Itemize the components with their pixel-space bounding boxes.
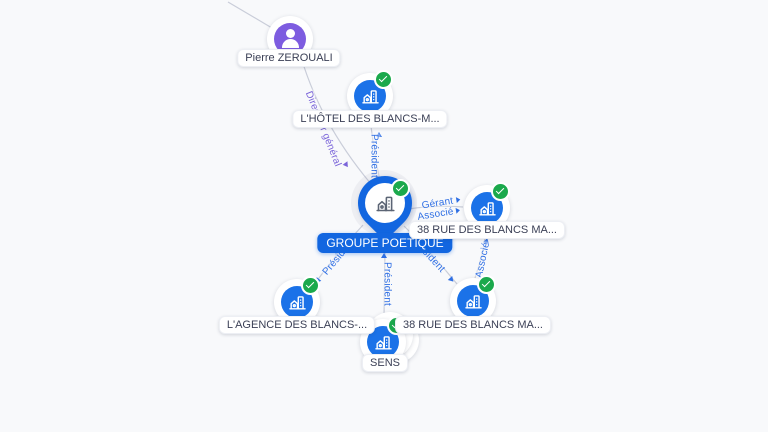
arrow-right-icon — [455, 196, 461, 204]
arrow-right-icon — [456, 207, 461, 215]
edge-label-president-sens: Président — [381, 261, 393, 307]
edge-groupe-agence — [315, 224, 364, 283]
node-label-pierre-zerouali[interactable]: Pierre ZEROUALI — [237, 49, 341, 67]
edge-offscreen-pierre — [227, 1, 273, 29]
edge-groupe-rue38a — [407, 205, 464, 210]
verified-badge-icon — [301, 276, 320, 295]
node-label-38-rue-des-blancs-1[interactable]: 38 RUE DES BLANCS MA... — [409, 221, 565, 239]
verified-badge-icon — [374, 70, 393, 89]
verified-badge-icon — [491, 182, 510, 201]
building-icon — [457, 285, 489, 317]
building-icon — [375, 196, 395, 211]
verified-badge-icon — [477, 275, 496, 294]
node-label-agence-des-blancs[interactable]: L'AGENCE DES BLANCS-... — [218, 316, 376, 334]
node-label-38-rue-des-blancs-2[interactable]: 38 RUE DES BLANCS MA... — [395, 316, 551, 334]
verified-badge-icon — [391, 179, 410, 198]
node-label-groupe-poetique[interactable]: GROUPE POETIQUE — [317, 233, 453, 253]
edge-groupe-sens — [383, 249, 386, 319]
node-label-sens[interactable]: SENS — [362, 354, 408, 372]
node-groupe-poetique[interactable] — [346, 164, 424, 242]
node-label-hotel-des-blancs[interactable]: L'HÔTEL DES BLANCS-M... — [292, 110, 448, 128]
